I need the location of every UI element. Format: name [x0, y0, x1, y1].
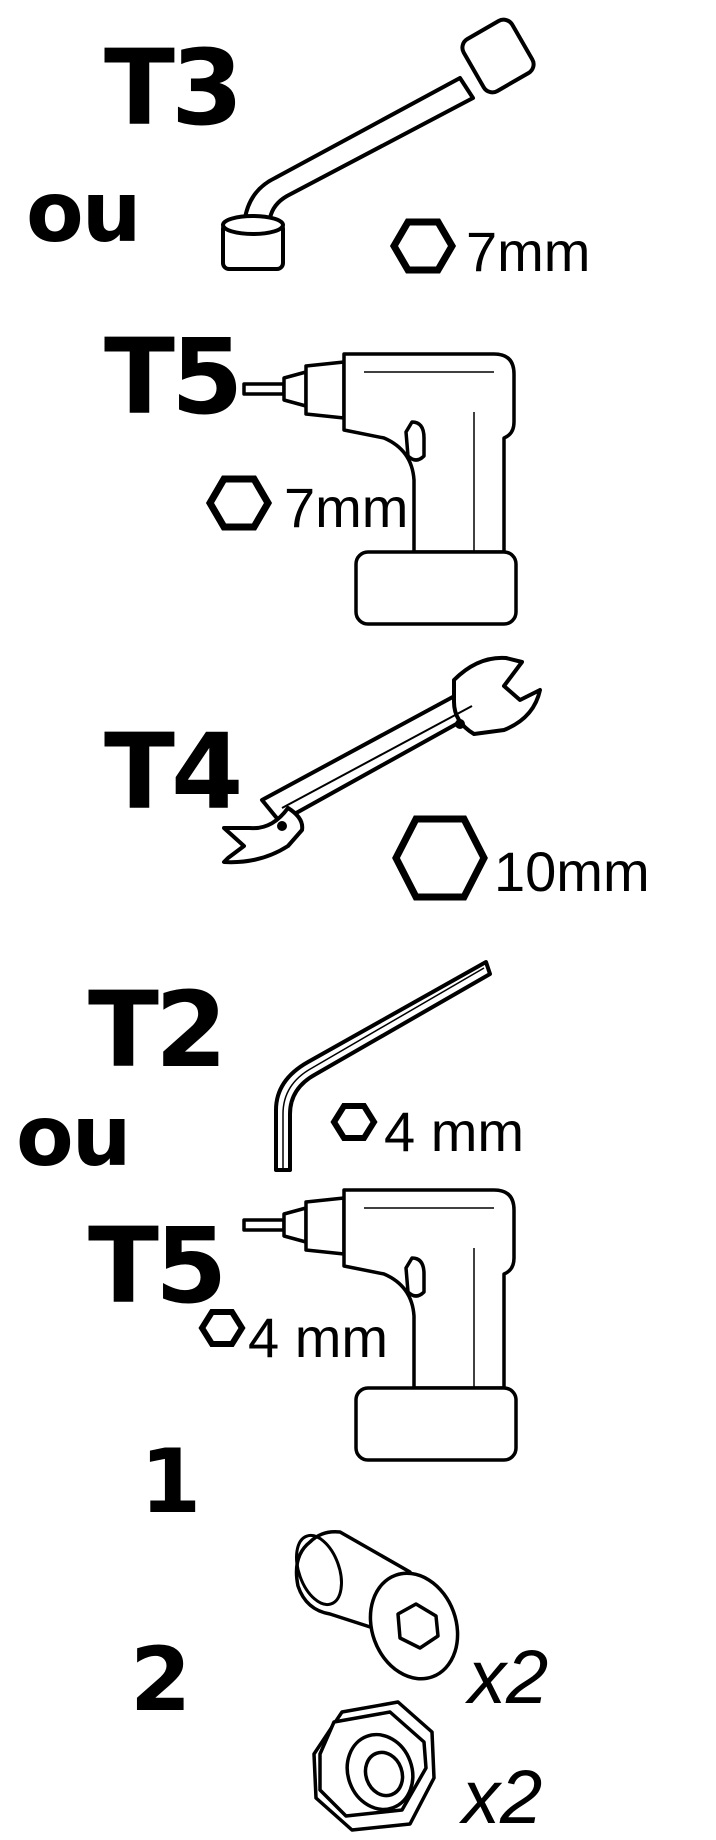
quantity-label-nut: x2 [462, 1755, 543, 1840]
part-label-1: 1 [140, 1430, 202, 1533]
lock-nut-icon [312, 1700, 436, 1832]
open-end-spanner-icon [222, 655, 542, 865]
hex-nut-icon [198, 1309, 246, 1347]
hex-nut-icon [392, 815, 488, 901]
hex-nut-icon [205, 475, 273, 531]
tool-label-t5-first: T5 [104, 316, 243, 438]
allen-key-icon [274, 960, 492, 1172]
socket-wrench-icon [221, 17, 536, 271]
power-drill-icon [242, 352, 518, 626]
size-label-t3: 7mm [466, 220, 591, 283]
tool-label-t3: T3 [104, 27, 243, 149]
tool-label-t4: T4 [104, 711, 243, 833]
hex-nut-icon [389, 218, 457, 274]
tool-label-t5-second: T5 [88, 1205, 227, 1327]
quantity-label-bolt: x2 [468, 1635, 549, 1720]
tool-label-t2: T2 [88, 969, 227, 1091]
or-label-2: ou [16, 1087, 132, 1185]
part-label-2: 2 [130, 1628, 192, 1731]
button-head-bolt-icon [294, 1529, 460, 1681]
power-drill-icon [242, 1188, 518, 1462]
size-label-t5-first: 7mm [284, 476, 409, 539]
size-label-t5-second: 4 mm [248, 1306, 388, 1369]
or-label-1: ou [26, 163, 142, 261]
size-label-t2: 4 mm [384, 1100, 524, 1163]
size-label-t4: 10mm [494, 840, 650, 903]
hex-nut-icon [330, 1103, 378, 1141]
